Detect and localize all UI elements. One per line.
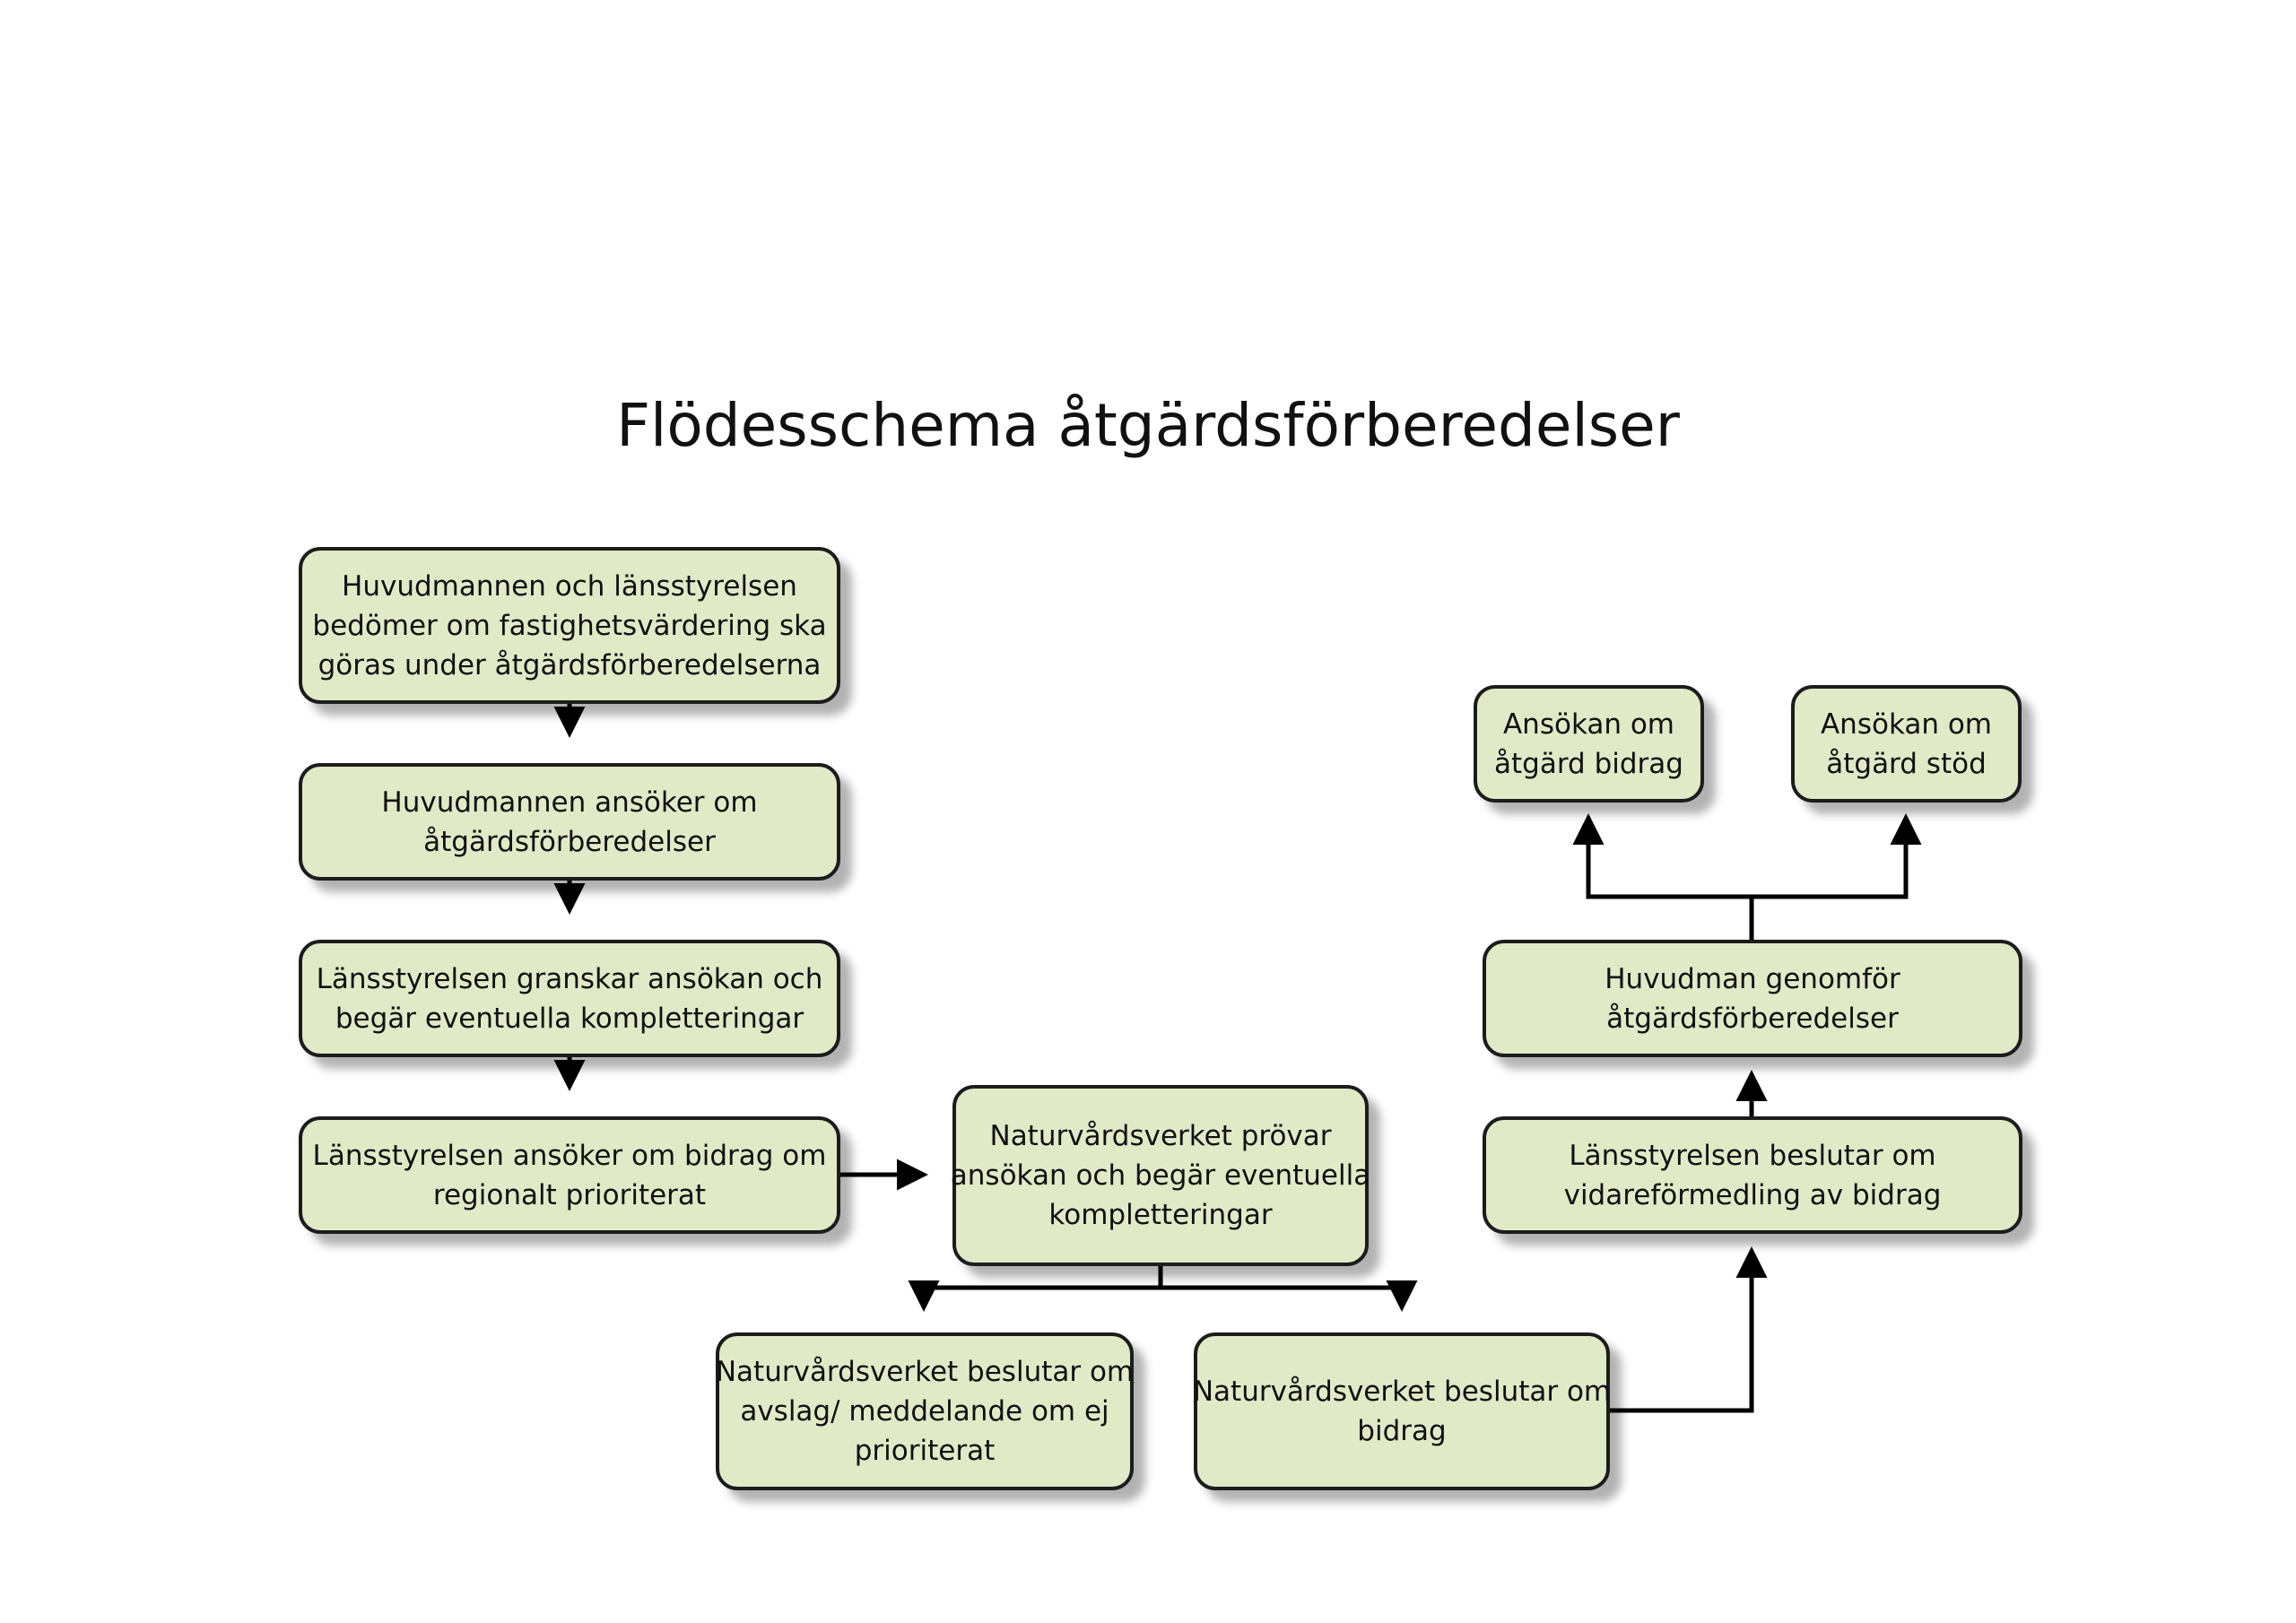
node-grant-decision: Naturvårdsverket beslutar om bidrag: [1193, 1332, 1611, 1490]
node-application: Huvudmannen ansöker om åtgärdsförberedel…: [299, 763, 840, 881]
node-forwarding: Länsstyrelsen beslutar om vidareförmedli…: [1483, 1116, 2022, 1234]
node-implementation: Huvudman genomför åtgärdsförberedelser: [1483, 940, 2022, 1057]
arrow-n5-n6: [908, 1266, 1163, 1312]
arrow-n7-n8: [1610, 1246, 1768, 1413]
arrow-n9-n11: [1752, 813, 1922, 899]
node-action-support: Ansökan om åtgärd stöd: [1791, 685, 2022, 803]
page-title: Flödesschema åtgärdsförberedelser: [616, 391, 1680, 460]
node-agency-review: Naturvårdsverket prövar ansökan och begä…: [951, 1085, 1370, 1266]
arrow-n9-n10: [1572, 813, 1754, 940]
node-rejection: Naturvårdsverket beslutar om avslag/ med…: [716, 1332, 1134, 1490]
arrow-n5-n7: [1161, 1280, 1418, 1312]
node-grant-request: Länsstyrelsen ansöker om bidrag om regio…: [299, 1116, 840, 1234]
node-assessment: Huvudmannen och länsstyrelsen bedömer om…: [299, 547, 840, 704]
node-action-grant: Ansökan om åtgärd bidrag: [1474, 685, 1704, 803]
node-review: Länsstyrelsen granskar ansökan och begär…: [299, 940, 840, 1057]
